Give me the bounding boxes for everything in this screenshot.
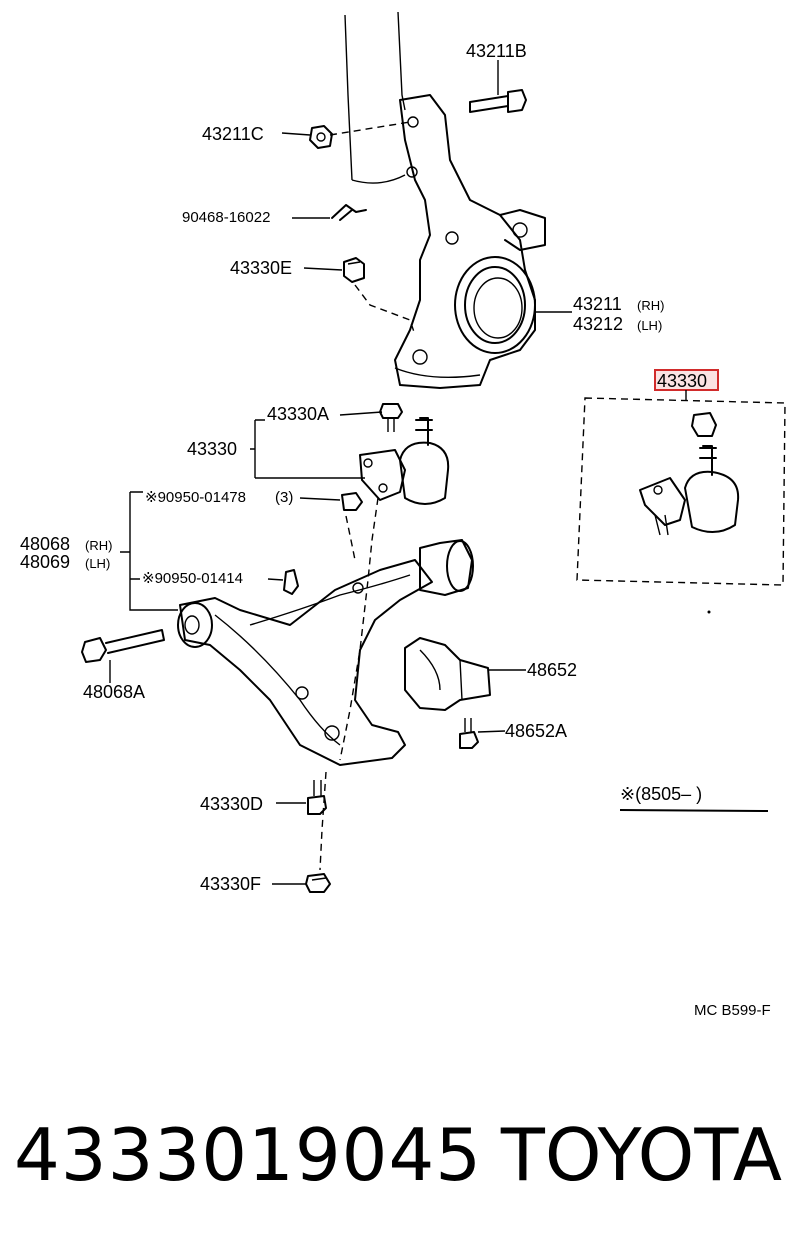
bolt-43330d xyxy=(307,780,327,815)
label-43330-highlight: 43330 xyxy=(657,371,707,391)
label-90468-16022: 90468-16022 xyxy=(182,209,270,226)
label-48069-lh: (LH) xyxy=(85,556,110,571)
label-43212: 43212 xyxy=(573,314,623,334)
guide-line xyxy=(345,515,356,561)
exploded-parts-diagram: 43211B 43211C 90468-16022 43330E 43211 (… xyxy=(20,11,786,1019)
note-underline xyxy=(619,809,769,812)
label-90950-01414: ※90950-01414 xyxy=(142,570,243,587)
label-43330f: 43330F xyxy=(200,874,261,894)
reference-code: MC B599-F xyxy=(694,1002,771,1019)
label-48068: 48068 xyxy=(20,534,70,554)
label-43211: 43211 xyxy=(573,294,622,314)
bracket-48652 xyxy=(404,637,491,711)
ball-joint xyxy=(359,417,450,505)
cotter-pin-90468 xyxy=(331,204,367,221)
bolt-48068a xyxy=(81,629,165,663)
guide-line xyxy=(354,284,416,336)
leader-line xyxy=(267,578,284,581)
bolt-43211b xyxy=(469,89,527,113)
label-48652a: 48652A xyxy=(505,721,567,741)
label-43211-rh: (RH) xyxy=(637,298,664,313)
guide-line xyxy=(319,771,327,871)
label-48068a: 48068A xyxy=(83,682,145,702)
guide-line xyxy=(339,497,379,761)
label-43212-lh: (LH) xyxy=(637,318,662,333)
inset-frame xyxy=(576,397,786,586)
leader-line xyxy=(303,267,343,271)
leader-line xyxy=(477,730,506,733)
nut-43211c xyxy=(309,125,333,149)
bracket-43330 xyxy=(250,419,365,479)
leader-line xyxy=(339,411,383,416)
dot-mark xyxy=(707,610,711,614)
bolt-48652a xyxy=(459,718,479,749)
leader-line xyxy=(281,132,311,136)
label-90950-01478: ※90950-01478 xyxy=(145,489,246,506)
label-43330d: 43330D xyxy=(200,794,263,814)
bracket-48068 xyxy=(120,491,178,611)
guide-line xyxy=(329,121,411,136)
nut-90950-01478 xyxy=(341,492,363,511)
label-43211c: 43211C xyxy=(202,124,264,144)
label-43330e: 43330E xyxy=(230,258,292,278)
steering-knuckle xyxy=(394,94,546,389)
strut-shaft xyxy=(344,11,406,184)
brand-name: TOYOTA xyxy=(500,1113,782,1197)
ball-joint-assembly-inset xyxy=(639,412,740,536)
nut-43330f xyxy=(305,873,331,893)
label-90950-01478-qty: (3) xyxy=(275,489,293,506)
label-48652: 48652 xyxy=(527,660,577,680)
part-number: 4333019045 xyxy=(14,1113,483,1197)
label-43330a: 43330A xyxy=(267,404,329,424)
bolt-43330a xyxy=(379,403,403,432)
product-footer: 4333019045 TOYOTA xyxy=(0,1100,800,1210)
label-43330: 43330 xyxy=(187,439,237,459)
label-48068-rh: (RH) xyxy=(85,538,112,553)
lower-control-arm xyxy=(177,539,474,766)
label-43211b: 43211B xyxy=(466,41,527,61)
label-48069: 48069 xyxy=(20,552,70,572)
grommet-90950-01414 xyxy=(283,569,299,595)
note-8505: ※(8505– ) xyxy=(620,784,702,804)
nut-43330e xyxy=(343,257,365,283)
leader-line xyxy=(299,497,341,501)
